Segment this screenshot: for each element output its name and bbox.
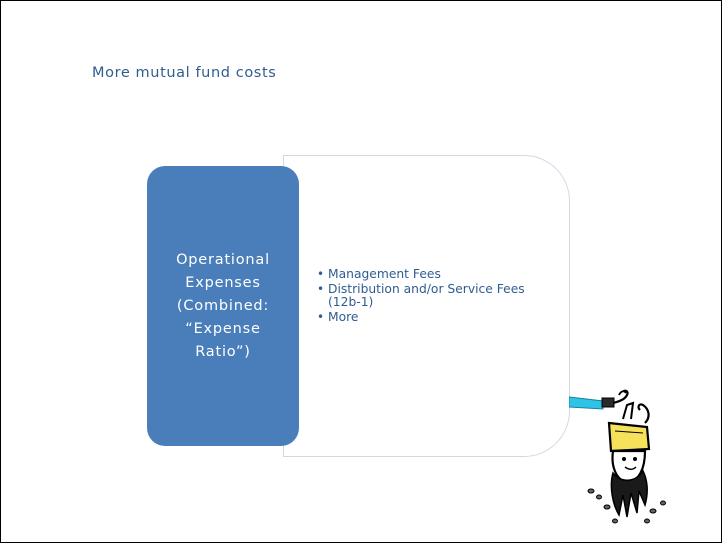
bullet-text: More [328,310,359,324]
person-arm-right [637,403,650,424]
category-label-box: Operational Expenses (Combined: “Expense… [147,166,299,446]
flashlight [601,397,615,408]
bullet-item: • Management Fees [317,268,549,281]
flashlight-beam [569,396,604,410]
category-label-line: (Combined: [176,297,270,314]
category-label-line: Operational [176,251,270,268]
content-panel [283,155,570,457]
person-shirt [607,421,651,453]
bullet-dot-icon: • [317,267,325,281]
upside-down-person-with-flashlight-icon [569,389,666,524]
bullet-item: • More [317,311,549,324]
category-label-line: “Expense [185,320,261,337]
category-label: Operational Expenses (Combined: “Expense… [153,249,293,364]
category-label-line: Ratio”) [195,343,251,360]
slide-title: More mutual fund costs [92,65,277,81]
fee-bullet-list: • Management Fees • Distribution and/or … [317,268,549,326]
bullet-text: Management Fees [328,267,441,281]
person-hair [610,469,648,518]
bullet-text: Distribution and/or Service Fees (12b-1) [328,282,525,309]
bullet-item: • Distribution and/or Service Fees (12b-… [317,283,549,309]
bullet-dot-icon: • [317,310,325,324]
category-label-line: Expenses [185,274,261,291]
bullet-dot-icon: • [317,282,325,296]
